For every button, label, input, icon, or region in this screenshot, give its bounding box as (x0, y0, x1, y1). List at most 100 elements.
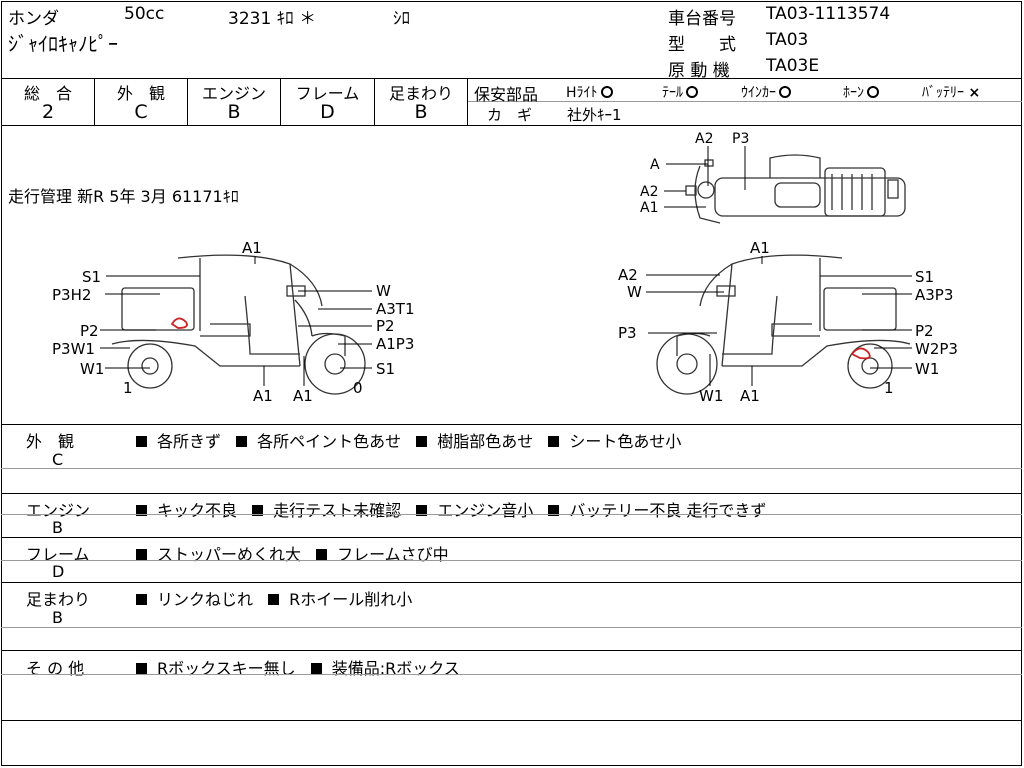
section-title-other: そ の 他 (26, 659, 85, 678)
model-name: ｼﾞｬｲﾛｷｬﾉﾋﾟｰ (8, 32, 118, 56)
color: ｼﾛ (393, 9, 410, 29)
svg-text:W1: W1 (80, 360, 104, 378)
odometer-note: 走行管理 新R 5年 3月 61171ｷﾛ (8, 187, 239, 206)
frame-number: TA03-1113574 (766, 4, 891, 24)
key-value: 社外ｷｰ1 (567, 106, 622, 124)
svg-text:A1: A1 (253, 387, 273, 405)
top-label: A2 (695, 131, 713, 147)
section-grade-exterior: C (52, 450, 64, 469)
divider (187, 78, 188, 125)
svg-text:A1P3: A1P3 (376, 335, 414, 353)
grade-label-suspension: 足まわり (388, 84, 453, 103)
grade-value-exterior: C (134, 101, 148, 123)
ok-circle-icon (867, 86, 879, 98)
grade-value-engine: B (227, 101, 241, 123)
divider (94, 78, 95, 125)
ng-cross-icon: × (968, 85, 981, 101)
section-grade-frame: D (52, 562, 65, 581)
section-title-frame: フレーム (26, 545, 90, 564)
maker: ホンダ (8, 9, 59, 29)
svg-text:W: W (376, 282, 391, 300)
divider (1, 650, 1022, 651)
divider (280, 78, 281, 125)
divider (1, 537, 1022, 538)
svg-text:W1: W1 (915, 360, 939, 378)
section-items-suspension: リンクねじれ Rホイール削れ小 (136, 586, 422, 610)
section-grade-engine: B (52, 518, 63, 537)
svg-text:W2P3: W2P3 (915, 340, 958, 358)
svg-text:A1: A1 (242, 239, 262, 257)
section-title-engine: エンジン (26, 501, 91, 520)
grade-label-engine: エンジン (201, 84, 266, 103)
section-grade-suspension: B (52, 608, 63, 627)
svg-text:1: 1 (884, 379, 894, 397)
divider (468, 101, 1022, 102)
svg-text:A3T1: A3T1 (376, 300, 415, 318)
grade-label-exterior: 外 観 (116, 84, 165, 103)
top-label: A1 (640, 200, 658, 216)
key-label: カ ギ (487, 106, 533, 124)
section-title-exterior: 外 観 (26, 432, 75, 451)
right-side-diagram: A1 A2 S1 W A3P3 P3 P2 W2P3 W1 W1 A1 1 (618, 239, 958, 405)
safety-item-battery: ﾊﾞｯﾃﾘｰ × (922, 85, 981, 101)
svg-text:W1: W1 (699, 387, 723, 405)
svg-text:A3P3: A3P3 (915, 286, 953, 304)
svg-text:P3: P3 (618, 324, 637, 342)
engine-model-label: 原 動 機 (668, 61, 730, 81)
grade-label-overall: 総 合 (23, 84, 72, 103)
safety-item-tail: ﾃｰﾙ (662, 82, 698, 102)
section-items-engine: キック不良 走行テスト未確認 エンジン音小 バッテリー不良 走行できず (136, 497, 776, 521)
damage-mark (850, 347, 871, 360)
divider (1, 514, 1022, 515)
svg-text:A1: A1 (740, 387, 760, 405)
svg-text:P3W1: P3W1 (52, 340, 95, 358)
section-items-frame: ストッパーめくれ大 フレームさび中 (136, 541, 459, 565)
divider (467, 78, 468, 125)
divider (1, 125, 1022, 126)
svg-text:P2: P2 (915, 322, 934, 340)
divider (1, 424, 1022, 425)
ok-circle-icon (779, 86, 791, 98)
section-title-suspension: 足まわり (26, 590, 91, 609)
svg-text:P3H2: P3H2 (52, 286, 91, 304)
ok-circle-icon (686, 86, 698, 98)
safety-item-horn: ﾎｰﾝ (843, 82, 879, 102)
svg-text:S1: S1 (376, 360, 395, 378)
divider (1, 493, 1022, 494)
ok-circle-icon (600, 86, 613, 98)
svg-text:1: 1 (123, 379, 133, 397)
left-side-diagram: A1 S1 P3H2 W A3T1 P2 P2 A1P3 P3W1 W1 S1 … (52, 239, 415, 405)
safety-item-winker: ｳｲﾝｶｰ (741, 82, 791, 102)
displacement: 50cc (124, 4, 165, 24)
divider (1, 674, 1022, 675)
engine-model: TA03E (766, 56, 820, 76)
grade-value-overall: 2 (41, 101, 55, 123)
grade-value-frame: D (320, 101, 335, 123)
svg-text:0: 0 (353, 379, 363, 397)
top-label: A2 (640, 184, 658, 200)
section-items-other: Rボックスキー無し 装備品:Rボックス (136, 655, 470, 679)
grade-value-suspension: B (414, 101, 428, 123)
grade-label-frame: フレーム (295, 84, 360, 103)
svg-text:S1: S1 (915, 268, 934, 286)
divider (1, 720, 1022, 721)
divider (1, 560, 1022, 561)
model-type: TA03 (766, 30, 809, 50)
divider (1, 78, 1022, 79)
damage-mark (170, 317, 188, 329)
top-label: A (650, 157, 660, 173)
divider (1, 627, 1022, 628)
svg-text:A1: A1 (293, 387, 313, 405)
model-type-label: 型 式 (668, 35, 736, 55)
divider (1, 582, 1022, 583)
safety-item-headlight: Hﾗｲﾄ (566, 82, 613, 102)
safety-label: 保安部品 (474, 85, 539, 104)
section-items-exterior: 各所きず 各所ペイント色あせ 樹脂部色あせ シート色あせ小 (136, 428, 691, 452)
svg-text:P2: P2 (80, 322, 99, 340)
svg-text:W: W (627, 283, 642, 301)
svg-text:S1: S1 (82, 268, 101, 286)
top-label: P3 (732, 131, 749, 147)
mileage: 3231 ｷﾛ ＊ (228, 9, 317, 29)
frame-number-label: 車台番号 (668, 9, 736, 29)
